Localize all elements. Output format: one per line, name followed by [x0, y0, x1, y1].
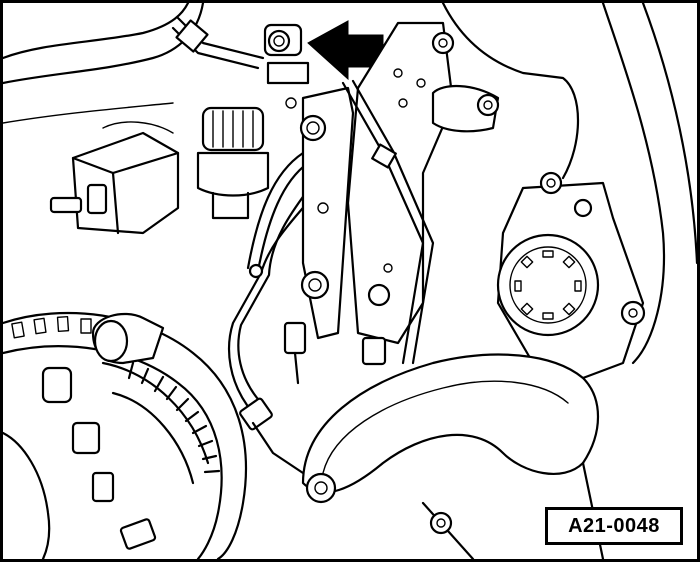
pipe-nut [239, 397, 305, 475]
round-actuator [496, 171, 646, 380]
center-bracket-plate [285, 86, 355, 340]
belt-teeth [127, 361, 221, 474]
upper-left-hose [3, 3, 205, 124]
lower-intake-hose [301, 353, 600, 504]
ribbed-cap [196, 106, 270, 220]
right-bracket-plate [346, 21, 455, 345]
left-bracket [49, 121, 180, 235]
right-housing [431, 3, 697, 365]
upper-pipe-connector [171, 16, 265, 70]
engine-bay-line-drawing [3, 3, 697, 559]
diagonal-pipe [341, 79, 435, 365]
small-connector [283, 321, 387, 385]
alternator-pulley [3, 311, 248, 559]
figure-reference-label: A21-0048 [545, 507, 683, 545]
target-bolt [263, 23, 310, 85]
pulley-grooves [11, 315, 92, 339]
